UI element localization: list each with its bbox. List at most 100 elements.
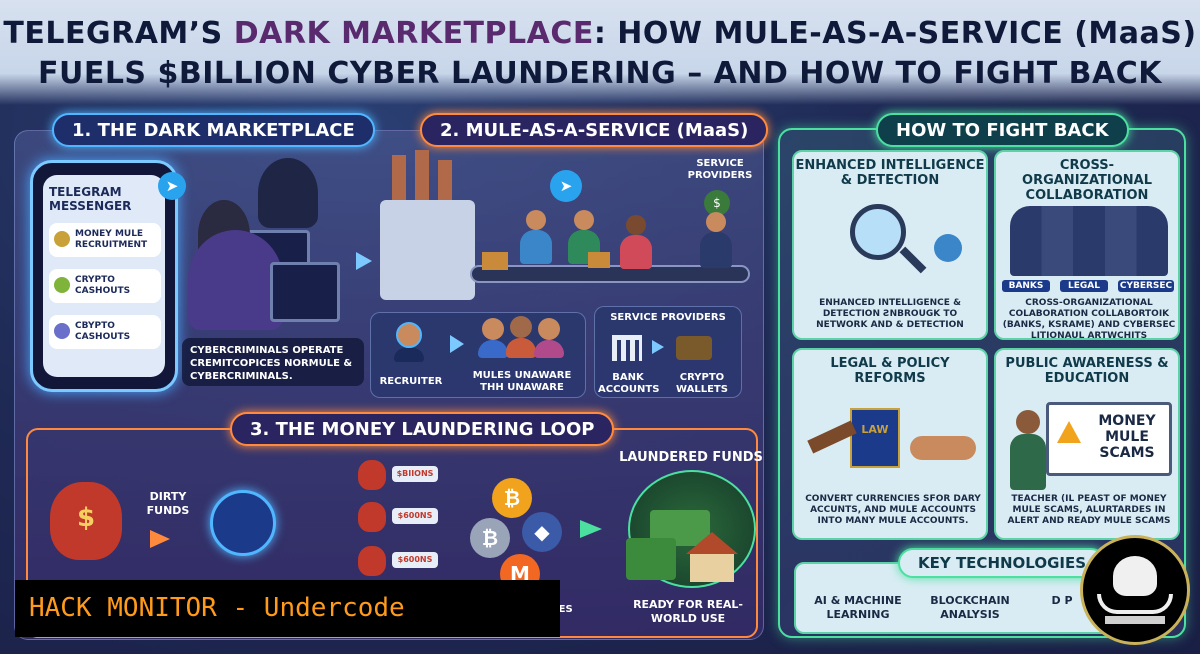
chat-item-3: CBYPTO CASHOUTS <box>49 315 161 349</box>
keyboard-icon <box>1105 616 1165 624</box>
phone-screen: TELEGRAM MESSENGER MONEY MULE RECRUITMEN… <box>43 175 165 377</box>
telegram-icon: ➤ <box>550 170 582 202</box>
tag-banks: BANKS <box>1002 280 1050 292</box>
ethereum-icon: ◆ <box>522 512 562 552</box>
magnifier-handle <box>899 246 927 274</box>
key-technologies-label: KEY TECHNOLOGIES <box>898 548 1107 578</box>
chimney-icon <box>392 155 406 200</box>
cash-stack-icon <box>626 538 676 580</box>
amount-tag: $600NS <box>392 552 438 568</box>
amount-tag: $600NS <box>392 508 438 524</box>
service-providers-label: SERVICE PROVIDERS <box>610 312 726 323</box>
card-title: LEGAL & POLICY REFORMS <box>830 356 950 386</box>
hooded-hacker-icon <box>188 230 283 330</box>
title-part-3: : HOW MULE-AS-A-SERVICE (MaaS) <box>593 16 1197 51</box>
tag-cybersec: CYBERSEC <box>1118 280 1174 292</box>
money-bag-icon <box>358 546 386 576</box>
recruiter-label: RECRUITER <box>379 376 443 387</box>
mules-label: MULES UNAWARE THH UNAWARE <box>472 370 572 393</box>
octopus-head <box>1113 556 1157 596</box>
card-collaboration: CROSS-ORGANIZATIONAL COLLABORATION BANKS… <box>994 150 1180 340</box>
money-bag-icon <box>50 482 122 560</box>
telegram-icon: ➤ <box>158 172 186 200</box>
chat-item-2-label: CRYPTO CASHOUTS <box>75 275 131 296</box>
money-bag-icon <box>358 460 386 490</box>
section-1-label: 1. THE DARK MARKETPLACE <box>52 113 375 147</box>
hack-monitor-banner: HACK MONITOR - Undercode <box>15 580 560 637</box>
money-icon: $ <box>704 190 730 216</box>
law-book-icon: LAW <box>850 408 900 468</box>
law-label: LAW <box>861 423 889 436</box>
bank-icon <box>612 335 642 361</box>
card-awareness: PUBLIC AWARENESS & EDUCATION MONEY MULE … <box>994 348 1180 540</box>
telegram-phone: TELEGRAM MESSENGER MONEY MULE RECRUITMEN… <box>30 160 178 392</box>
magnifier-icon <box>850 204 906 260</box>
team-icon <box>1010 206 1168 276</box>
bank-label: BANK ACCOUNTS <box>598 372 660 395</box>
chat-item-1-label: MONEY MULE RECRUITMENT <box>75 229 148 250</box>
card-text: TEACHER (IL PEAST OF MONEY MULE SCAMS, A… <box>1007 494 1171 526</box>
crypto-wallets-label: CRYPTO WALLETS <box>676 372 728 395</box>
title-band <box>0 0 1200 105</box>
package-icon <box>482 252 508 270</box>
section-3-label: 3. THE MONEY LAUNDERING LOOP <box>230 412 615 446</box>
warning-icon <box>1057 421 1081 443</box>
section-1-caption: CYBERCRIMINALS OPERATE CREMITCOPICES NOR… <box>182 338 364 386</box>
scam-sign-label: MONEY MULE SCAMS <box>1098 413 1156 461</box>
title-accent: DARK MARKETPLACE <box>233 16 594 51</box>
octopus-tentacles <box>1097 594 1173 614</box>
page-title: TELEGRAM’S DARK MARKETPLACE: HOW MULE-AS… <box>0 14 1200 94</box>
card-title: ENHANCED INTELLIGENCE & DETECTION <box>795 158 985 188</box>
card-text: CROSS-ORGANIZATIONAL COLABORATION COLLAB… <box>1002 298 1176 340</box>
network-icon <box>210 490 276 556</box>
tech-partial: D P <box>1051 594 1073 607</box>
package-icon <box>588 252 610 268</box>
factory-icon <box>380 200 475 300</box>
card-intelligence: ENHANCED INTELLIGENCE & DETECTION ENHANC… <box>792 150 988 340</box>
arrow-icon <box>150 530 170 548</box>
phone-title: TELEGRAM MESSENGER <box>49 185 132 213</box>
wallet-icon <box>676 336 712 360</box>
tech-ai: AI & MACHINE LEARNING <box>814 594 902 621</box>
dollar-icon: $ <box>76 503 96 533</box>
card-text: ENHANCED INTELLIGENCE & DETECTION ƧNBROU… <box>816 298 964 330</box>
handshake-icon <box>910 436 976 460</box>
arrow-icon <box>652 340 664 354</box>
title-line-2: FUELS $BILLION CYBER LAUNDERING – AND HO… <box>37 56 1163 91</box>
arrow-icon <box>356 252 372 270</box>
octopus-logo-icon <box>1080 535 1190 645</box>
chat-item-1: MONEY MULE RECRUITMENT <box>49 223 161 257</box>
card-legal: LEGAL & POLICY REFORMS LAW CONVERT CURRE… <box>792 348 988 540</box>
chimney-icon <box>438 160 452 200</box>
hooded-hacker-icon <box>258 158 318 228</box>
money-bag-icon <box>358 502 386 532</box>
tech-blockchain: BLOCKCHAIN ANALYSIS <box>930 594 1010 621</box>
bitcoin-icon: ₿ <box>470 518 510 558</box>
warning-board: MONEY MULE SCAMS <box>1046 402 1172 476</box>
chat-item-3-label: CBYPTO CASHOUTS <box>75 321 131 342</box>
chimney-icon <box>415 150 429 200</box>
user-icon <box>54 323 70 339</box>
roof-icon <box>686 532 738 554</box>
conveyor-belt <box>470 265 750 283</box>
fight-back-label: HOW TO FIGHT BACK <box>876 113 1129 147</box>
monitor <box>270 262 340 322</box>
laundered-funds-label: LAUNDERED FUNDS <box>619 450 763 465</box>
coin-icon <box>54 231 70 247</box>
bitcoin-icon: ₿ <box>492 478 532 518</box>
title-part-1: TELEGRAM’S <box>3 16 223 51</box>
card-title: CROSS-ORGANIZATIONAL COLLABORATION <box>1022 158 1152 203</box>
title-line-1: TELEGRAM’S DARK MARKETPLACE: HOW MULE-AS… <box>0 14 1200 54</box>
section-2-label: 2. MULE-AS-A-SERVICE (MaaS) <box>420 113 769 147</box>
arrow-icon <box>450 335 464 353</box>
amount-tag: $BIIONS <box>392 466 438 482</box>
chat-item-2: CRYPTO CASHOUTS <box>49 269 161 303</box>
arrow-icon <box>580 520 602 538</box>
card-text: CONVERT CURRENCIES SFOR DARY ACCUNTS, AN… <box>805 494 981 526</box>
dirty-funds-label: DIRTY FUNDS <box>146 490 190 517</box>
coin-icon <box>54 277 70 293</box>
ready-label: READY FOR REAL-WORLD USE <box>633 598 743 625</box>
service-providers-top: SERVICE PROVIDERS <box>687 158 753 181</box>
card-title: PUBLIC AWARENESS & EDUCATION <box>1005 356 1169 386</box>
partial-label: RIES <box>547 604 573 615</box>
